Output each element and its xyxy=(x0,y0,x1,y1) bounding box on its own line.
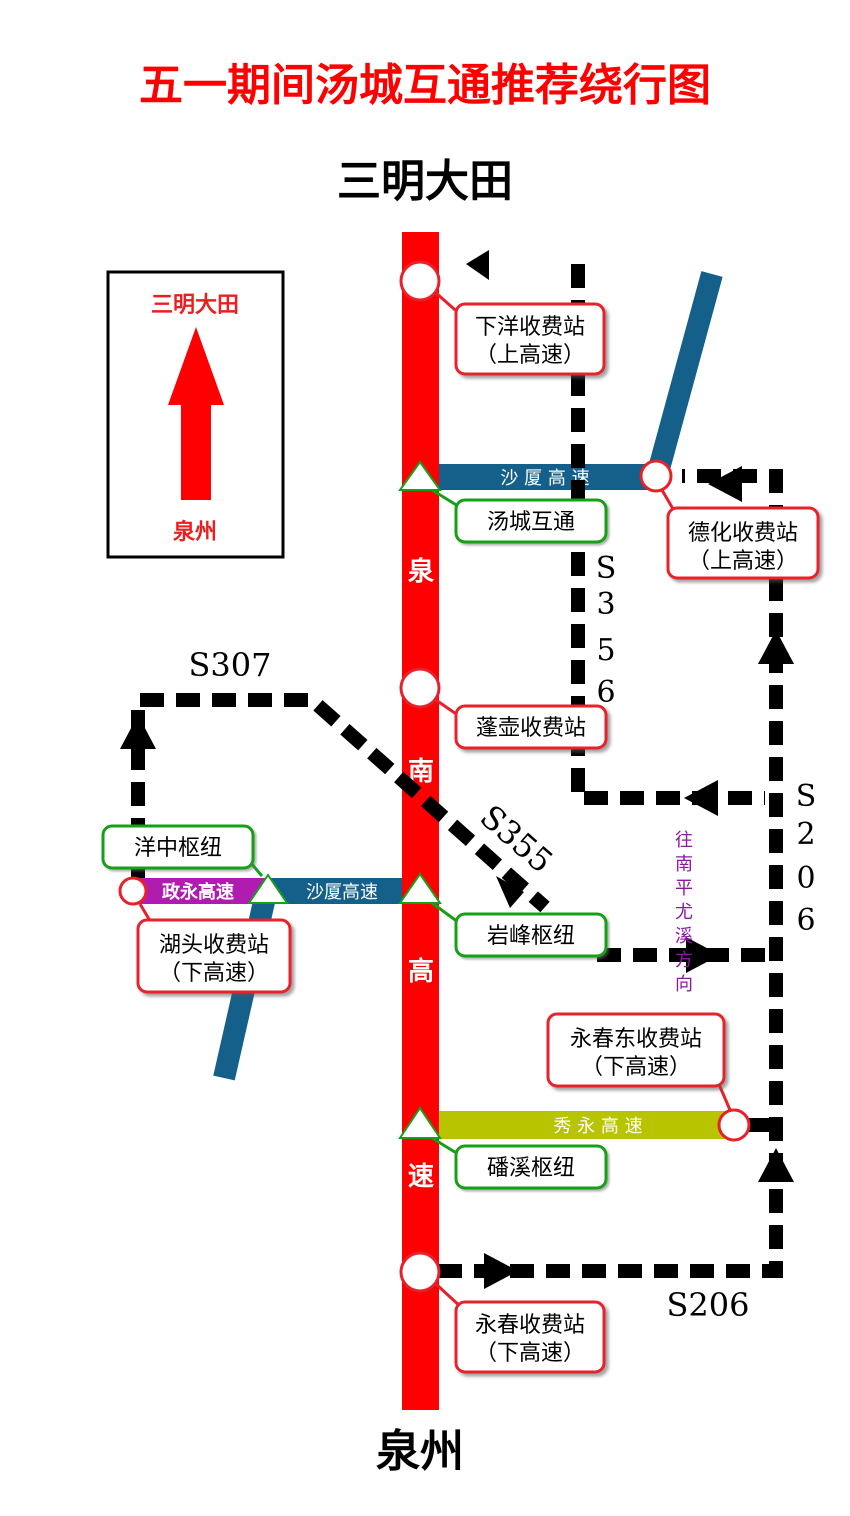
yongchun-callout: 永春收费站 （下高速） xyxy=(454,1300,606,1374)
nanping-char: 往 xyxy=(675,830,693,851)
penghu-callout: 蓬壶收费站 xyxy=(454,704,608,750)
nanping-char: 方 xyxy=(675,950,693,971)
direction-top-label: 三明大田 xyxy=(337,156,513,207)
fanxi-name: 磻溪枢纽 xyxy=(487,1156,575,1181)
penghu-name: 蓬壶收费站 xyxy=(476,716,586,741)
dehua-note: （上高速） xyxy=(688,549,798,574)
detour-arrows xyxy=(120,250,794,1289)
nanping-char: 尤 xyxy=(675,902,693,923)
yanfeng-callout: 岩峰枢纽 xyxy=(454,912,608,958)
hutou-note: （下高速） xyxy=(159,961,269,986)
fanxi-junction-marker xyxy=(398,1106,442,1139)
tangcheng-name: 汤城互通 xyxy=(487,510,575,535)
dehua-name: 德化收费站 xyxy=(688,521,798,546)
hutou-toll-marker xyxy=(118,876,148,906)
shaxia-west-label: 沙厦高速 xyxy=(306,882,378,903)
yangzhong-name: 洋中枢纽 xyxy=(134,836,222,861)
xiayang-name: 下洋收费站 xyxy=(475,315,585,340)
direction-bottom-label: 泉州 xyxy=(376,1426,464,1477)
legend-box: 三明大田 泉州 xyxy=(106,270,285,559)
s206-char: 0 xyxy=(796,861,815,896)
s356-char: 6 xyxy=(596,675,615,710)
s206-detour-path xyxy=(438,469,783,1278)
xiuyong-label: 秀 永 高 速 xyxy=(553,1116,642,1137)
xiayang-callout: 下洋收费站 （上高速） xyxy=(454,302,606,376)
legend-bottom-label: 泉州 xyxy=(173,519,217,545)
arrow-up-icon xyxy=(758,630,794,664)
s307-s355-detour-path xyxy=(131,693,550,913)
xiayang-toll-marker xyxy=(399,260,441,302)
dehua-toll-marker xyxy=(639,459,673,493)
yongchun-east-name: 永春东收费站 xyxy=(570,1027,702,1052)
arrow-left-icon xyxy=(466,250,489,280)
arrow-up-icon xyxy=(120,715,156,749)
nanping-char: 向 xyxy=(675,974,693,995)
nanping-char: 溪 xyxy=(675,926,693,947)
quannan-highway xyxy=(402,232,439,1410)
callout-line xyxy=(716,1081,732,1111)
arrow-right-icon xyxy=(686,937,720,973)
junction-markers xyxy=(247,460,442,1139)
yongchun-name: 永春收费站 xyxy=(475,1313,585,1338)
yangzhong-junction-marker xyxy=(247,873,289,904)
yanfeng-name: 岩峰枢纽 xyxy=(487,924,575,949)
zhengyong-label: 政永高速 xyxy=(162,881,234,903)
dehua-callout: 德化收费站 （上高速） xyxy=(666,506,820,580)
s356-char: 3 xyxy=(596,587,615,622)
arrow-up-icon xyxy=(758,1148,794,1182)
nanping-char: 南 xyxy=(675,854,693,875)
arrow-left-icon xyxy=(684,780,718,816)
arrow-down-right-icon xyxy=(496,876,524,908)
arrow-left-icon xyxy=(708,466,742,502)
xiayang-note: （上高速） xyxy=(475,343,585,368)
s356-label: S 3 5 6 xyxy=(596,551,617,710)
node-markers xyxy=(118,260,751,1293)
map-title: 五一期间汤城互通推荐绕行图 xyxy=(139,60,711,111)
s206-char: 2 xyxy=(796,817,815,852)
yongchun-note: （下高速） xyxy=(475,1341,585,1366)
shaxia-highway-east xyxy=(420,464,655,490)
highway-char: 泉 xyxy=(408,556,435,587)
callout-line xyxy=(431,1136,459,1156)
fanxi-callout: 磻溪枢纽 xyxy=(454,1144,608,1190)
s206-right-label: S 2 0 6 xyxy=(796,779,817,938)
nanping-char: 平 xyxy=(675,878,693,899)
s206-bottom-label: S206 xyxy=(667,1286,750,1324)
arrow-right-icon xyxy=(484,1253,518,1289)
nanping-direction-label: 往 南 平 尤 溪 方 向 xyxy=(675,830,693,995)
tangcheng-junction-marker xyxy=(398,460,442,491)
s355-label: S355 xyxy=(473,797,561,880)
shaxia-east-label: 沙 厦 高 速 xyxy=(500,468,589,489)
shaxia-highway-west xyxy=(268,878,420,904)
callout-line xyxy=(431,488,459,508)
highway-char: 速 xyxy=(408,1162,434,1192)
s356-char: 5 xyxy=(596,633,615,668)
hutou-callout: 湖头收费站 （下高速） xyxy=(136,918,292,994)
s356-char: S xyxy=(596,551,617,586)
yongchun-east-toll-marker xyxy=(717,1108,751,1142)
s206-char: 6 xyxy=(796,903,815,938)
hutou-name: 湖头收费站 xyxy=(159,933,269,958)
north-arrow-icon xyxy=(168,327,224,500)
zhengyong-highway xyxy=(133,878,268,904)
yangzhong-callout: 洋中枢纽 xyxy=(101,824,255,870)
callout-line xyxy=(431,901,459,924)
s307-label: S307 xyxy=(189,646,272,684)
legend-top-label: 三明大田 xyxy=(151,293,239,318)
yanfeng-junction-marker xyxy=(398,872,442,904)
shaxia-highway-ne-branch xyxy=(646,271,723,479)
yongchun-east-callout: 永春东收费站 （下高速） xyxy=(546,1012,726,1088)
s206-char: S xyxy=(796,779,817,814)
xiuyong-highway xyxy=(420,1111,735,1139)
yongchun-east-note: （下高速） xyxy=(581,1055,691,1080)
highway-char: 高 xyxy=(408,956,434,987)
tangcheng-callout: 汤城互通 xyxy=(454,498,608,544)
yongchun-toll-marker xyxy=(399,1251,441,1293)
penghu-toll-marker xyxy=(399,667,441,709)
